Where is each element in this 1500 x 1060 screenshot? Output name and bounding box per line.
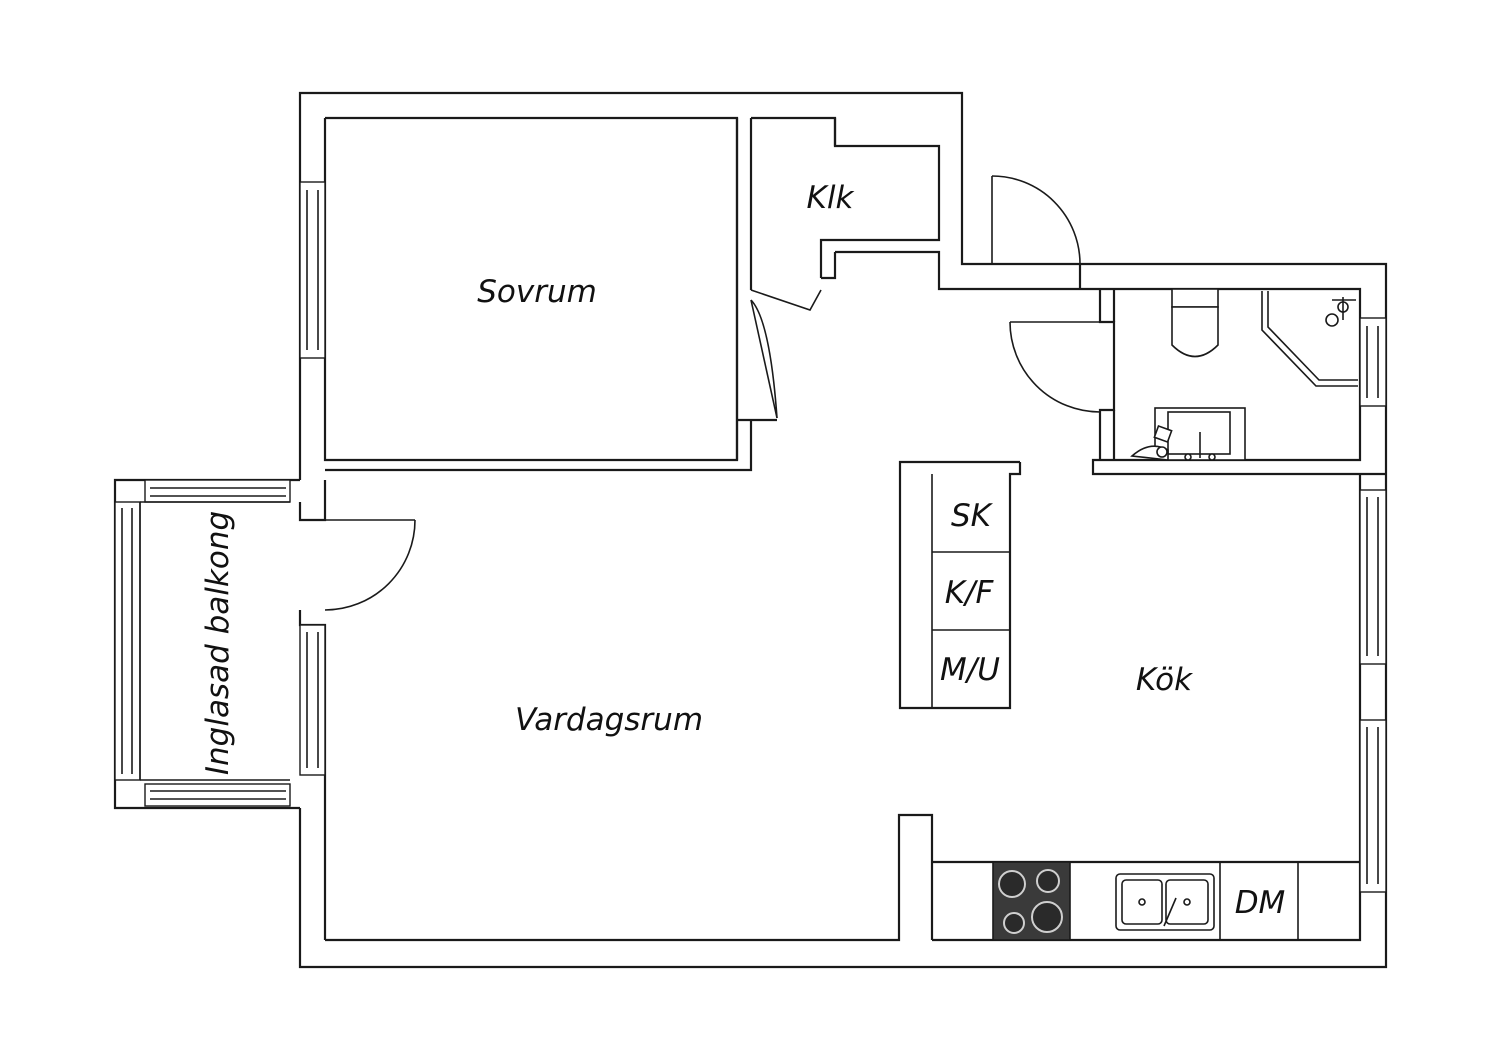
bedroom-door[interactable] bbox=[750, 289, 822, 419]
kitchen-sink-icon bbox=[1115, 873, 1215, 931]
balcony bbox=[113, 478, 416, 940]
living-room-window bbox=[299, 624, 326, 776]
living-room bbox=[325, 813, 934, 942]
room-label-klk: Klk bbox=[807, 180, 855, 216]
appliance-label-kf: K/F bbox=[945, 575, 995, 611]
washbasin-icon bbox=[1154, 407, 1246, 461]
shower-icon bbox=[1261, 291, 1358, 387]
kitchen-window-upper bbox=[1359, 489, 1387, 665]
closet bbox=[821, 118, 1100, 291]
stove-icon bbox=[992, 861, 1071, 941]
room-label-kok: Kök bbox=[1136, 662, 1193, 698]
bidet-shower-icon bbox=[1130, 424, 1173, 461]
toilet-icon bbox=[1171, 288, 1219, 358]
bedroom-window bbox=[299, 181, 326, 359]
appliance-label-mu: M/U bbox=[940, 652, 1000, 688]
room-label-balkong: Inglasad balkong bbox=[200, 511, 236, 775]
room-label-sovrum: Sovrum bbox=[477, 274, 597, 310]
room-label-vardagsrum: Vardagsrum bbox=[515, 702, 703, 738]
bathroom-door[interactable] bbox=[1009, 321, 1101, 413]
appliance-label-sk: SK bbox=[951, 498, 994, 534]
appliance-column bbox=[898, 460, 1022, 710]
entrance-door[interactable] bbox=[991, 175, 1082, 289]
appliance-label-dm: DM bbox=[1235, 885, 1286, 921]
kitchen-window-lower bbox=[1359, 719, 1387, 893]
bathroom bbox=[1009, 287, 1387, 476]
bedroom bbox=[299, 116, 941, 472]
bathroom-window bbox=[1359, 317, 1387, 407]
outer-walls bbox=[298, 91, 1388, 969]
